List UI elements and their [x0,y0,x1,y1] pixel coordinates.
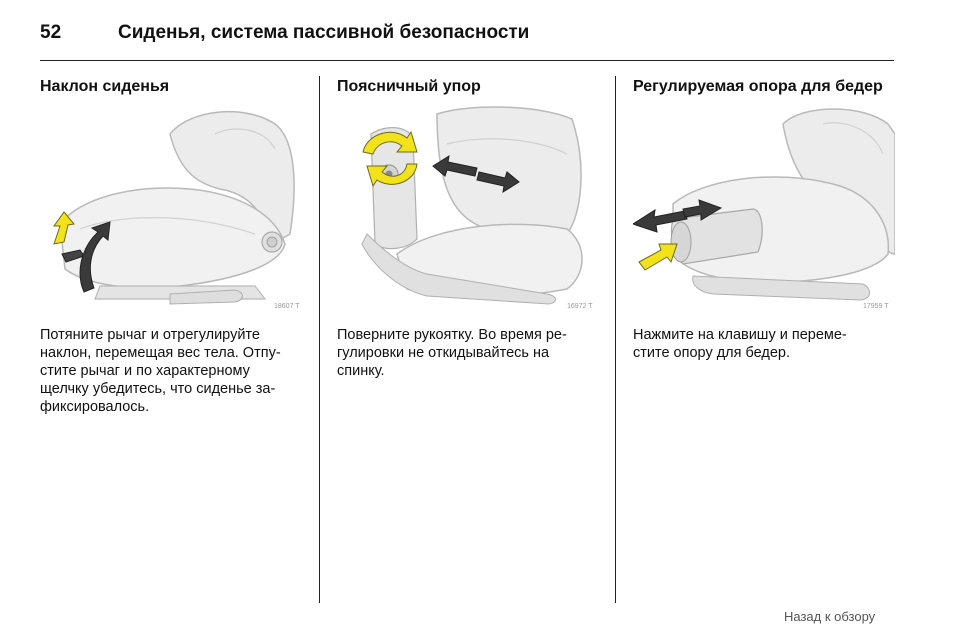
back-to-overview-link[interactable]: Назад к обзору [784,609,876,624]
dark-arrow-icon [79,221,111,293]
double-arrow-icon [432,154,520,194]
thigh-support-illustration: 17959 T [633,108,895,310]
text-line: стите рычаг и по характерному [40,363,250,379]
image-code: 17959 T [863,303,889,310]
page-title: Сиденья, система пассивной безопасности [118,22,530,43]
section-text: Нажмите на клавишу и переме- стите опору… [633,326,895,362]
rotate-knob-icon [362,130,418,188]
text-line: стите опору для бедер. [633,345,791,361]
text-line: Поверните рукоятку. Во время ре- [337,327,567,343]
text-line: Нажмите на клавишу и переме- [633,327,847,343]
section-thigh-support: Регулируемая опора для бедер 17959 T Наж… [633,76,895,362]
text-line: наклон, перемещая вес тела. Отпу- [40,345,281,361]
column-divider [319,76,320,603]
section-seat-tilt: Наклон сиденья 18607 T Потяните рычаг и … [40,76,302,416]
image-code: 18607 T [274,303,300,310]
page-header: 52 Сиденья, система пассивной безопаснос… [40,20,894,60]
text-line: спинку. [337,363,385,379]
yellow-arrow-icon [53,211,75,245]
seat-tilt-illustration: 18607 T [53,110,300,310]
page-number: 52 [40,22,62,43]
image-code: 16972 T [567,303,593,310]
text-line: Потяните рычаг и отрегулируйте [40,327,260,343]
yellow-arrow-icon [638,243,678,271]
text-line: гулировки не откидывайтесь на [337,345,550,361]
header-divider [40,60,894,61]
lumbar-support-illustration: 16972 T [361,106,593,310]
section-text: Потяните рычаг и отрегулируйте наклон, п… [40,326,302,416]
section-text: Поверните рукоятку. Во время ре- гулиров… [337,326,599,380]
text-line: щелчку убедитесь, что сиденье за- [40,381,276,397]
double-arrow-icon [633,199,723,233]
text-line: фиксировалось. [40,399,150,415]
section-heading: Поясничный упор [337,78,481,95]
section-lumbar-support: Поясничный упор 16972 T Поверните рукоят… [337,76,599,380]
section-heading: Наклон сиденья [40,78,170,95]
section-heading: Регулируемая опора для бедер [633,78,883,95]
column-divider [615,76,616,603]
